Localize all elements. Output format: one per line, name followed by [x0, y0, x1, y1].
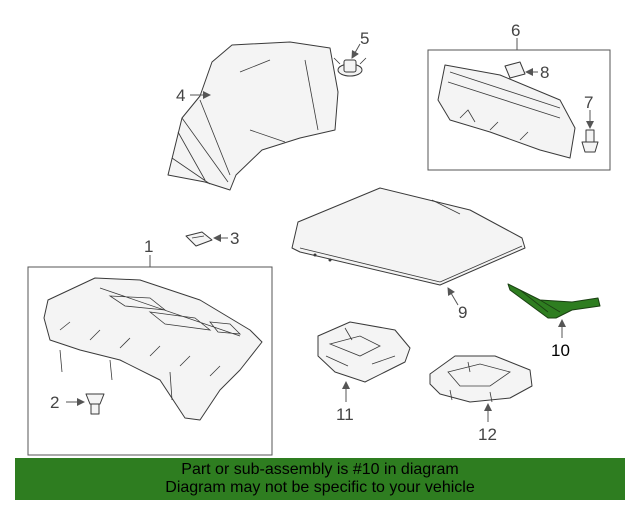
- callout-9: 9: [458, 303, 467, 322]
- callout-7: 7: [584, 93, 593, 112]
- callout-5: 5: [360, 29, 369, 48]
- banner-line-part: Part or sub-assembly is #10 in diagram: [181, 461, 459, 478]
- part-7-clip[interactable]: [581, 129, 599, 153]
- callout-12: 12: [478, 425, 497, 444]
- part-5-clip[interactable]: [333, 57, 367, 77]
- part-12-spare-tray[interactable]: [429, 355, 533, 403]
- part-9-floor-mat[interactable]: [291, 187, 526, 286]
- part-info-banner: Part or sub-assembly is #10 in diagram D…: [15, 458, 625, 500]
- callout-8: 8: [540, 63, 549, 82]
- part-10-highlighted[interactable]: [507, 283, 601, 319]
- callout-10: 10: [551, 341, 570, 360]
- part-6-sill-plate[interactable]: [437, 64, 576, 159]
- part-1-package-tray[interactable]: [43, 277, 263, 421]
- callout-3: 3: [230, 229, 239, 248]
- part-2-clip[interactable]: [85, 393, 105, 415]
- leader-9: [447, 287, 459, 306]
- part-11-tool-tray[interactable]: [317, 321, 411, 383]
- part-4-side-trim[interactable]: [167, 41, 339, 191]
- callout-6: 6: [511, 21, 520, 40]
- leader-5: [351, 43, 361, 59]
- banner-line-disclaimer: Diagram may not be specific to your vehi…: [165, 479, 475, 496]
- part-3-clip[interactable]: [185, 231, 213, 247]
- callout-1: 1: [144, 237, 153, 256]
- callout-11: 11: [336, 405, 354, 424]
- parts-diagram: 4 5 6 8 7 3 9: [27, 21, 611, 456]
- callout-2: 2: [50, 393, 59, 412]
- callout-4: 4: [176, 86, 185, 105]
